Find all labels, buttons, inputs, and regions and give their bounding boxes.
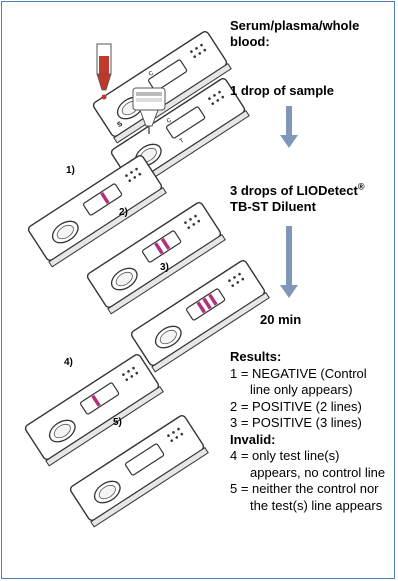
diluent-step-line2: TB-ST Diluent: [230, 199, 316, 214]
cassette-label-2: 2): [119, 207, 128, 218]
window-c-label: C: [148, 70, 155, 78]
cassette-label-1: 1): [66, 165, 75, 176]
results-heading: Results:: [230, 349, 282, 364]
result-item-2: 2 = POSITIVE (2 lines): [230, 398, 362, 414]
window-c-label: C: [166, 117, 173, 125]
incubation-time: 20 min: [260, 312, 302, 327]
diluent-dropper-icon: [132, 87, 166, 134]
diluent-cassette: CT: [109, 76, 250, 191]
window-t-label: T: [179, 138, 186, 145]
registered-mark: ®: [357, 181, 365, 192]
arrow-to-diluent: [280, 106, 298, 148]
arrow-to-incubation: [280, 226, 298, 298]
well-s-label: S: [116, 120, 124, 129]
diluent-step: 3 drops of LIODetect® TB-ST Diluent: [230, 181, 394, 215]
control-line-mark: [100, 192, 110, 204]
cassette-result-4: [23, 352, 164, 467]
cassette-result-1: [26, 153, 167, 268]
sample-type-title: Serum/plasma/whole blood:: [230, 18, 360, 49]
invalid-item-4: 4 = only test line(s) appears, no contro…: [230, 448, 386, 480]
cassette-label-3: 3): [160, 262, 169, 273]
sample-dropper-icon: [96, 43, 112, 100]
invalid-item-5: 5 = neither the control nor the test(s) …: [230, 481, 383, 513]
result-item-1: 1 = NEGATIVE (Control line only appears): [230, 365, 367, 398]
cassette-label-4: 4): [64, 357, 73, 368]
cassette-label-5: 5): [113, 417, 122, 428]
diluent-step-line1: 3 drops of LIODetect: [230, 183, 358, 198]
invalid-heading: Invalid:: [230, 431, 276, 447]
cassette-result-3: [129, 258, 270, 373]
results-legend: Results: 1 = NEGATIVE (Control line only…: [230, 349, 390, 514]
cassette-result-2: [85, 200, 226, 315]
result-item-3: 3 = POSITIVE (3 lines): [230, 415, 362, 430]
sample-step: 1 drop of sample: [230, 83, 335, 98]
